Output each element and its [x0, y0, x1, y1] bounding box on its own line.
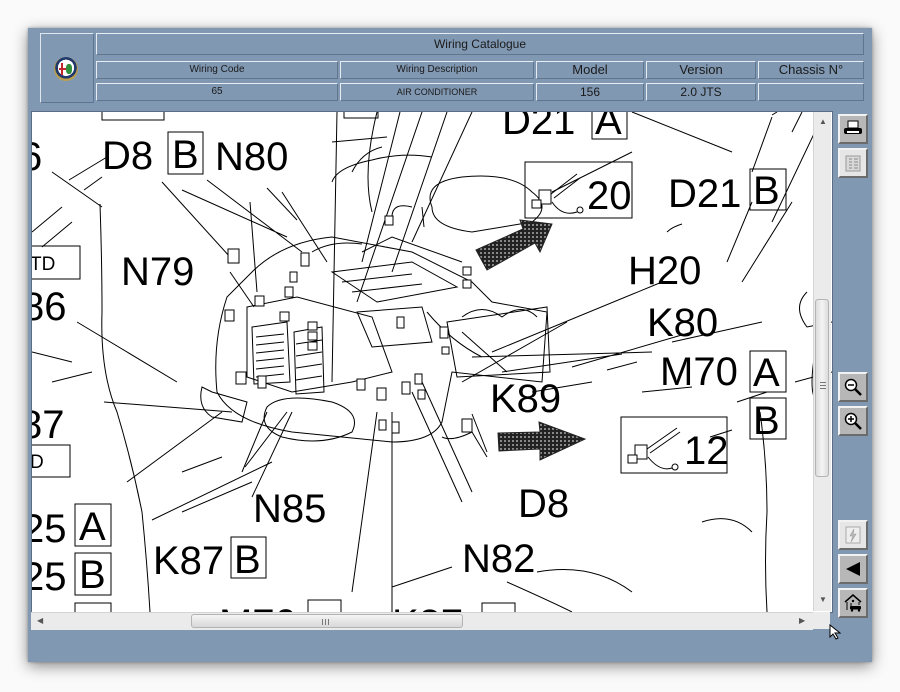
- header-label-chassis: Chassis N°: [758, 61, 864, 79]
- home-car-icon: [844, 594, 862, 612]
- diagram-label-25b-box: B: [79, 553, 106, 597]
- diagram-linework: [32, 112, 832, 612]
- chassis-value: [758, 83, 864, 101]
- resize-cursor-icon: [829, 624, 842, 640]
- scroll-down-arrow[interactable]: ▼: [819, 595, 827, 604]
- diagram-label-k87b: K87: [153, 539, 224, 583]
- diagram-label-87: 87: [32, 403, 65, 447]
- scrollbar-corner: [813, 612, 830, 629]
- logo-cell: [40, 33, 94, 103]
- parts-list-button[interactable]: [838, 148, 868, 178]
- back-button[interactable]: [838, 554, 868, 584]
- diagram-label-k87-bottom: K87: [392, 602, 463, 612]
- diagram-label-n80: N80: [215, 135, 288, 179]
- scroll-left-arrow[interactable]: ◀: [37, 616, 44, 625]
- diagram-label-d21a-box: A: [595, 112, 622, 143]
- diagram-label-25a: 25: [32, 507, 67, 551]
- scroll-up-arrow[interactable]: ▲: [819, 117, 827, 126]
- diagram-label-n82: N82: [462, 537, 535, 581]
- grip-icon: [322, 619, 329, 625]
- scroll-right-arrow[interactable]: ▶: [799, 616, 806, 625]
- print-button[interactable]: [838, 114, 868, 144]
- version-value: 2.0 JTS: [646, 83, 756, 101]
- diagram-label-d21b-box: B: [753, 169, 780, 213]
- header-label-wiring-code: Wiring Code: [96, 61, 338, 79]
- back-arrow-icon: [846, 562, 860, 576]
- vertical-scrollbar[interactable]: ▲ ▼: [813, 112, 831, 611]
- wiring-diagram: 6 D8 B N80 D21 A N79 86 D21 B H20 K80 M7…: [32, 112, 832, 612]
- wiring-description-value: AIR CONDITIONER: [340, 83, 534, 101]
- diagram-label-n79: N79: [121, 250, 194, 294]
- header-label-wiring-description: Wiring Description: [340, 61, 534, 79]
- header-label-version: Version: [646, 61, 756, 79]
- diagram-label-n85: N85: [253, 487, 326, 531]
- diagram-label-td: TD: [32, 254, 55, 275]
- diagram-label-d21a: D21: [502, 112, 575, 143]
- horizontal-scrollbar[interactable]: ◀ ▶: [31, 612, 813, 630]
- zoom-in-icon: [844, 412, 862, 430]
- callout-number-20: 20: [587, 174, 632, 218]
- alfa-romeo-logo: [54, 57, 78, 81]
- connector-detail-icon: [627, 427, 681, 471]
- pointer-arrow-12: [497, 421, 587, 461]
- diagram-label-m70a-box: A: [753, 351, 780, 395]
- diagram-label-m70b-box: B: [753, 399, 780, 443]
- callout-number-12: 12: [684, 429, 729, 473]
- diagram-label-d21b: D21: [668, 172, 741, 216]
- diagram-label-h20: H20: [628, 249, 701, 293]
- printer-icon: [844, 120, 862, 134]
- horizontal-scroll-thumb[interactable]: [191, 614, 463, 628]
- electrical-button[interactable]: [838, 520, 868, 550]
- home-button[interactable]: [838, 588, 868, 618]
- diagram-label-d8b-box: B: [172, 133, 199, 177]
- window-title: Wiring Catalogue: [96, 33, 864, 55]
- diagram-label-k87b-box: B: [234, 538, 261, 582]
- diagram-label-k80: K80: [647, 301, 718, 345]
- diagram-label-6: 6: [32, 135, 42, 179]
- diagram-label-25b: 25: [32, 555, 67, 599]
- header-label-model: Model: [536, 61, 644, 79]
- diagram-label-d: D: [32, 452, 44, 473]
- wiring-diagram-viewport[interactable]: 6 D8 B N80 D21 A N79 86 D21 B H20 K80 M7…: [31, 111, 833, 613]
- diagram-label-d8b: D8: [102, 134, 153, 178]
- zoom-out-button[interactable]: [838, 372, 868, 402]
- grip-icon: [820, 382, 826, 389]
- model-value: 156: [536, 83, 644, 101]
- diagram-label-86: 86: [32, 285, 67, 329]
- diagram-label-m70-bottom: M70: [219, 602, 297, 612]
- diagram-label-25a-box: A: [79, 505, 106, 549]
- zoom-out-icon: [844, 378, 862, 396]
- diagram-label-m70a: M70: [660, 350, 738, 394]
- diagram-label-d8: D8: [518, 482, 569, 526]
- wiring-catalogue-window: Wiring Catalogue Wiring Code Wiring Desc…: [28, 28, 872, 662]
- vertical-scroll-thumb[interactable]: [815, 299, 829, 477]
- lightning-icon: [845, 526, 861, 544]
- wiring-code-value: 65: [96, 83, 338, 101]
- zoom-in-button[interactable]: [838, 406, 868, 436]
- pointer-arrow-20: [475, 219, 553, 271]
- connector-detail-icon: [531, 173, 584, 214]
- parts-list-icon: [845, 155, 861, 172]
- diagram-label-k89: K89: [490, 377, 561, 421]
